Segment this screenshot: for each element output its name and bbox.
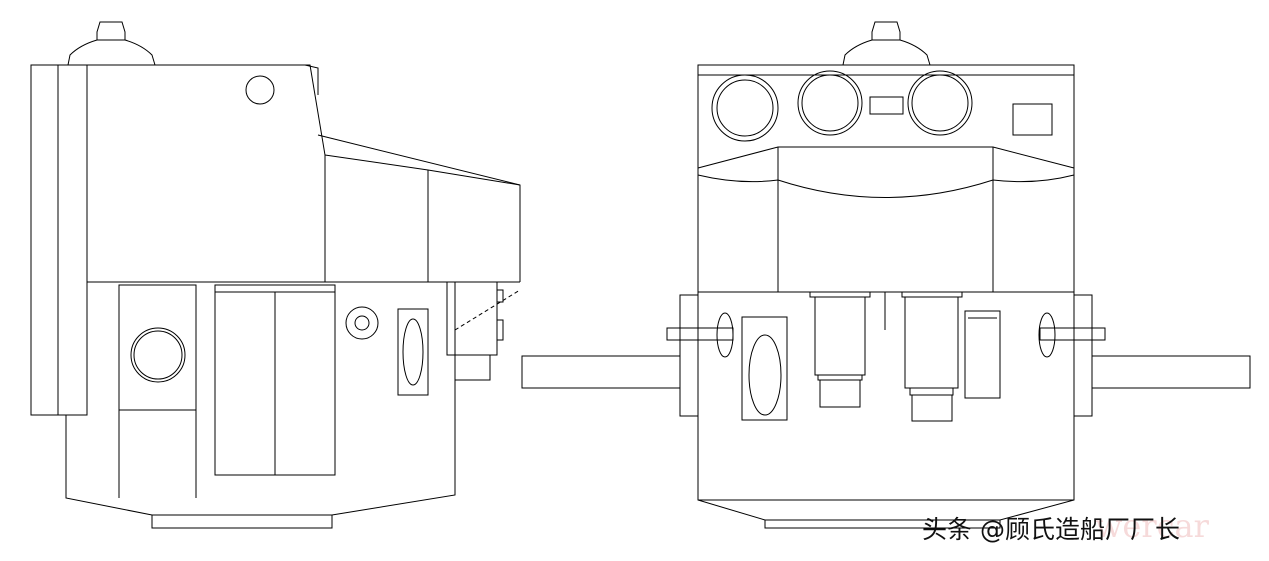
side-lower-hull: [65, 282, 456, 516]
watermark: 头条 @顾氏造船厂厂长: [922, 515, 1180, 544]
front-view: [521, 21, 1251, 529]
side-vision-port: [245, 75, 275, 105]
front-upper-hull: [697, 64, 1075, 293]
side-cupola: [67, 21, 156, 66]
right-gun-barrel: [1091, 355, 1251, 389]
side-armor-plate: [30, 64, 88, 416]
side-upper-hull: [87, 64, 326, 282]
left-gun-barrel: [521, 355, 681, 389]
faint-watermark: wercar: [1095, 507, 1209, 545]
front-cupola: [842, 21, 931, 66]
side-view: [30, 21, 521, 529]
